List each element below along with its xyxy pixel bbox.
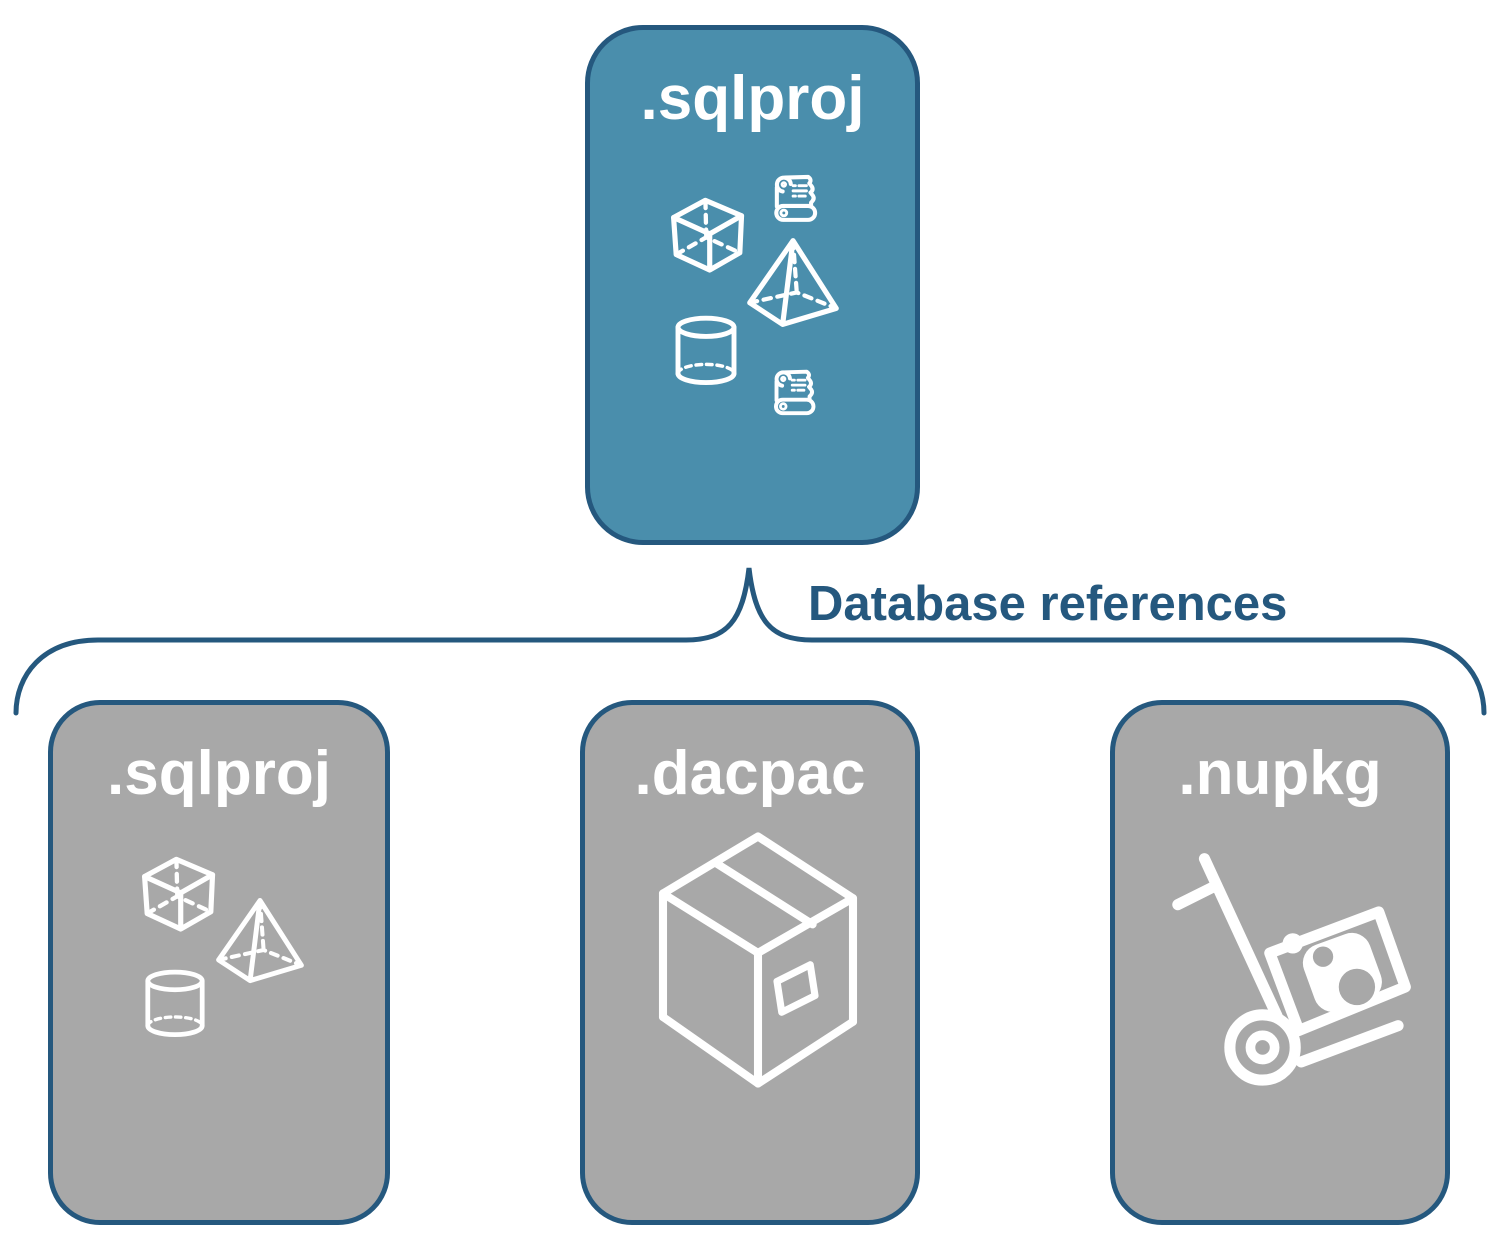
cube-icon xyxy=(142,856,216,932)
scroll-icon xyxy=(774,369,816,416)
cube-icon xyxy=(671,197,745,273)
hand-truck-icon xyxy=(1172,853,1411,1086)
cylinder-icon xyxy=(145,969,205,1038)
node-title: .nupkg xyxy=(1178,739,1382,808)
node-child-sqlproj: .sqlproj xyxy=(48,700,390,1225)
brace-label: Database references xyxy=(808,577,1288,631)
node-title: .sqlproj xyxy=(107,739,331,808)
pyramid-icon xyxy=(216,898,304,984)
node-title: .dacpac xyxy=(634,739,866,808)
node-child-dacpac: .dacpac xyxy=(580,700,920,1225)
pyramid-icon xyxy=(747,238,839,327)
package-box-icon xyxy=(658,832,858,1088)
scroll-icon xyxy=(774,174,818,222)
node-title: .sqlproj xyxy=(640,64,865,133)
node-child-nupkg: .nupkg xyxy=(1110,700,1450,1225)
cylinder-icon xyxy=(675,315,737,386)
node-root-sqlproj: .sqlproj xyxy=(585,25,920,545)
